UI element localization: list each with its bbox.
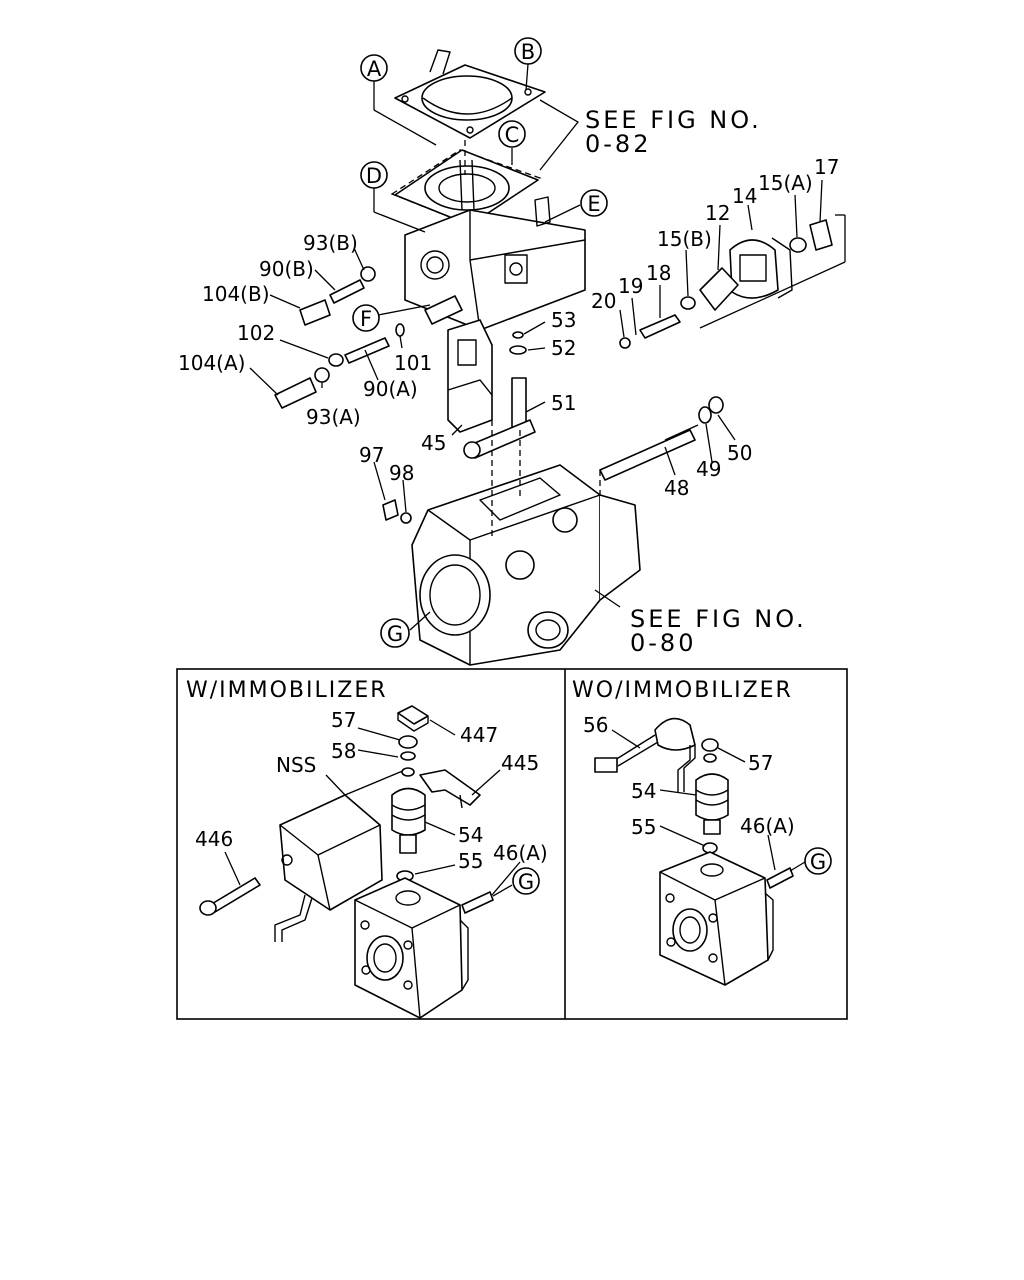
left-part-label-58: 58: [331, 739, 356, 763]
right-part-label-57: 57: [748, 751, 773, 775]
callout-a: A: [360, 54, 388, 82]
part-label-52: 52: [551, 336, 576, 360]
callout-f: F: [352, 304, 380, 332]
part-label-104b: 104(B): [202, 282, 270, 306]
left-part-label-446: 446: [195, 827, 233, 851]
see-fig-080-line2: 0-80: [630, 629, 696, 657]
part-label-45: 45: [421, 431, 446, 455]
callout-g-label: G: [387, 622, 403, 646]
right-part-label-55: 55: [631, 815, 656, 839]
nut-57-right: [701, 738, 719, 763]
left-part-label-nss: NSS: [276, 753, 316, 777]
callout-c-label: C: [505, 123, 520, 147]
part-label-93b: 93(B): [303, 231, 358, 255]
part-label-90a: 90(A): [363, 377, 418, 401]
gasket-outline: [390, 149, 542, 226]
nut-58: [398, 735, 418, 777]
bracket-445: [419, 769, 481, 809]
governor-cover: [394, 49, 546, 139]
left-part-label-55: 55: [458, 849, 483, 873]
left-part-label-447: 447: [460, 723, 498, 747]
panel-title-without-immobilizer: WO/IMMOBILIZER: [572, 678, 793, 703]
cap-447: [397, 705, 429, 732]
part-label-104a: 104(A): [178, 351, 245, 375]
part-label-49: 49: [696, 457, 721, 481]
solenoid-bracket: [447, 319, 493, 433]
part-label-18: 18: [646, 261, 671, 285]
leader-lines: [249, 63, 846, 631]
stud-46a-right: [766, 867, 794, 889]
part-label-12: 12: [705, 201, 730, 225]
callout-d-label: D: [366, 164, 382, 188]
callout-g-left: G: [512, 867, 540, 895]
head-block-right: [659, 851, 774, 986]
part-label-20: 20: [591, 289, 616, 313]
callout-d: D: [360, 161, 388, 189]
part-label-14: 14: [732, 184, 757, 208]
nss-module: [274, 769, 406, 942]
immobilizer-panels-frame: [176, 668, 848, 1020]
solenoid-54-left: [391, 787, 426, 854]
part-label-93a: 93(A): [306, 405, 361, 429]
see-fig-080-line1: SEE FIG NO.: [630, 605, 807, 633]
left-part-label-57: 57: [331, 708, 356, 732]
right-part-label-54: 54: [631, 779, 656, 803]
see-fig-082-line2: 0-82: [585, 130, 651, 158]
stud-46a-left: [461, 891, 494, 914]
panel-title-with-immobilizer: W/IMMOBILIZER: [186, 678, 388, 703]
callout-f-label: F: [360, 307, 372, 331]
governor-housing: [394, 149, 586, 331]
see-fig-082-line1: SEE FIG NO.: [585, 106, 762, 134]
part-label-48: 48: [664, 476, 689, 500]
right-part-label-56: 56: [583, 713, 608, 737]
callout-e: E: [580, 189, 608, 217]
part-label-51: 51: [551, 391, 576, 415]
bolt-446: [199, 877, 261, 916]
part-label-19: 19: [618, 274, 643, 298]
sensor-56: [594, 717, 696, 792]
callout-b-label: B: [521, 40, 535, 64]
left-part-label-46a: 46(A): [493, 841, 548, 865]
head-block-left: [354, 877, 469, 1019]
part-label-90b: 90(B): [259, 257, 314, 281]
left-part-label-445: 445: [501, 751, 539, 775]
part-label-15b: 15(B): [657, 227, 712, 251]
mounting-bolts: [382, 499, 412, 524]
callout-e-label: E: [587, 192, 600, 216]
pump-body: [411, 464, 641, 666]
right-panel-leaders: [611, 729, 806, 872]
part-label-50: 50: [727, 441, 752, 465]
part-label-102: 102: [237, 321, 275, 345]
callout-g: G: [380, 618, 410, 648]
part-label-98: 98: [389, 461, 414, 485]
right-part-label-46a: 46(A): [740, 814, 795, 838]
part-label-97: 97: [359, 443, 384, 467]
left-panel-leaders: [224, 719, 521, 897]
part-label-101: 101: [394, 351, 432, 375]
lever-assembly: [619, 219, 833, 349]
callout-b: B: [514, 37, 542, 65]
callout-g-right: G: [804, 847, 832, 875]
part-label-17: 17: [814, 155, 839, 179]
callout-g-left-label: G: [518, 870, 534, 894]
plunger-assembly: [463, 331, 536, 459]
drive-shaft: [599, 396, 724, 481]
callout-a-label: A: [367, 57, 382, 81]
left-part-label-54: 54: [458, 823, 483, 847]
adjusting-screws: [274, 266, 463, 409]
part-label-15a: 15(A): [758, 171, 813, 195]
callout-g-right-label: G: [810, 850, 826, 874]
part-label-53: 53: [551, 308, 576, 332]
solenoid-54-right: [695, 773, 729, 835]
callout-c: C: [498, 120, 526, 148]
